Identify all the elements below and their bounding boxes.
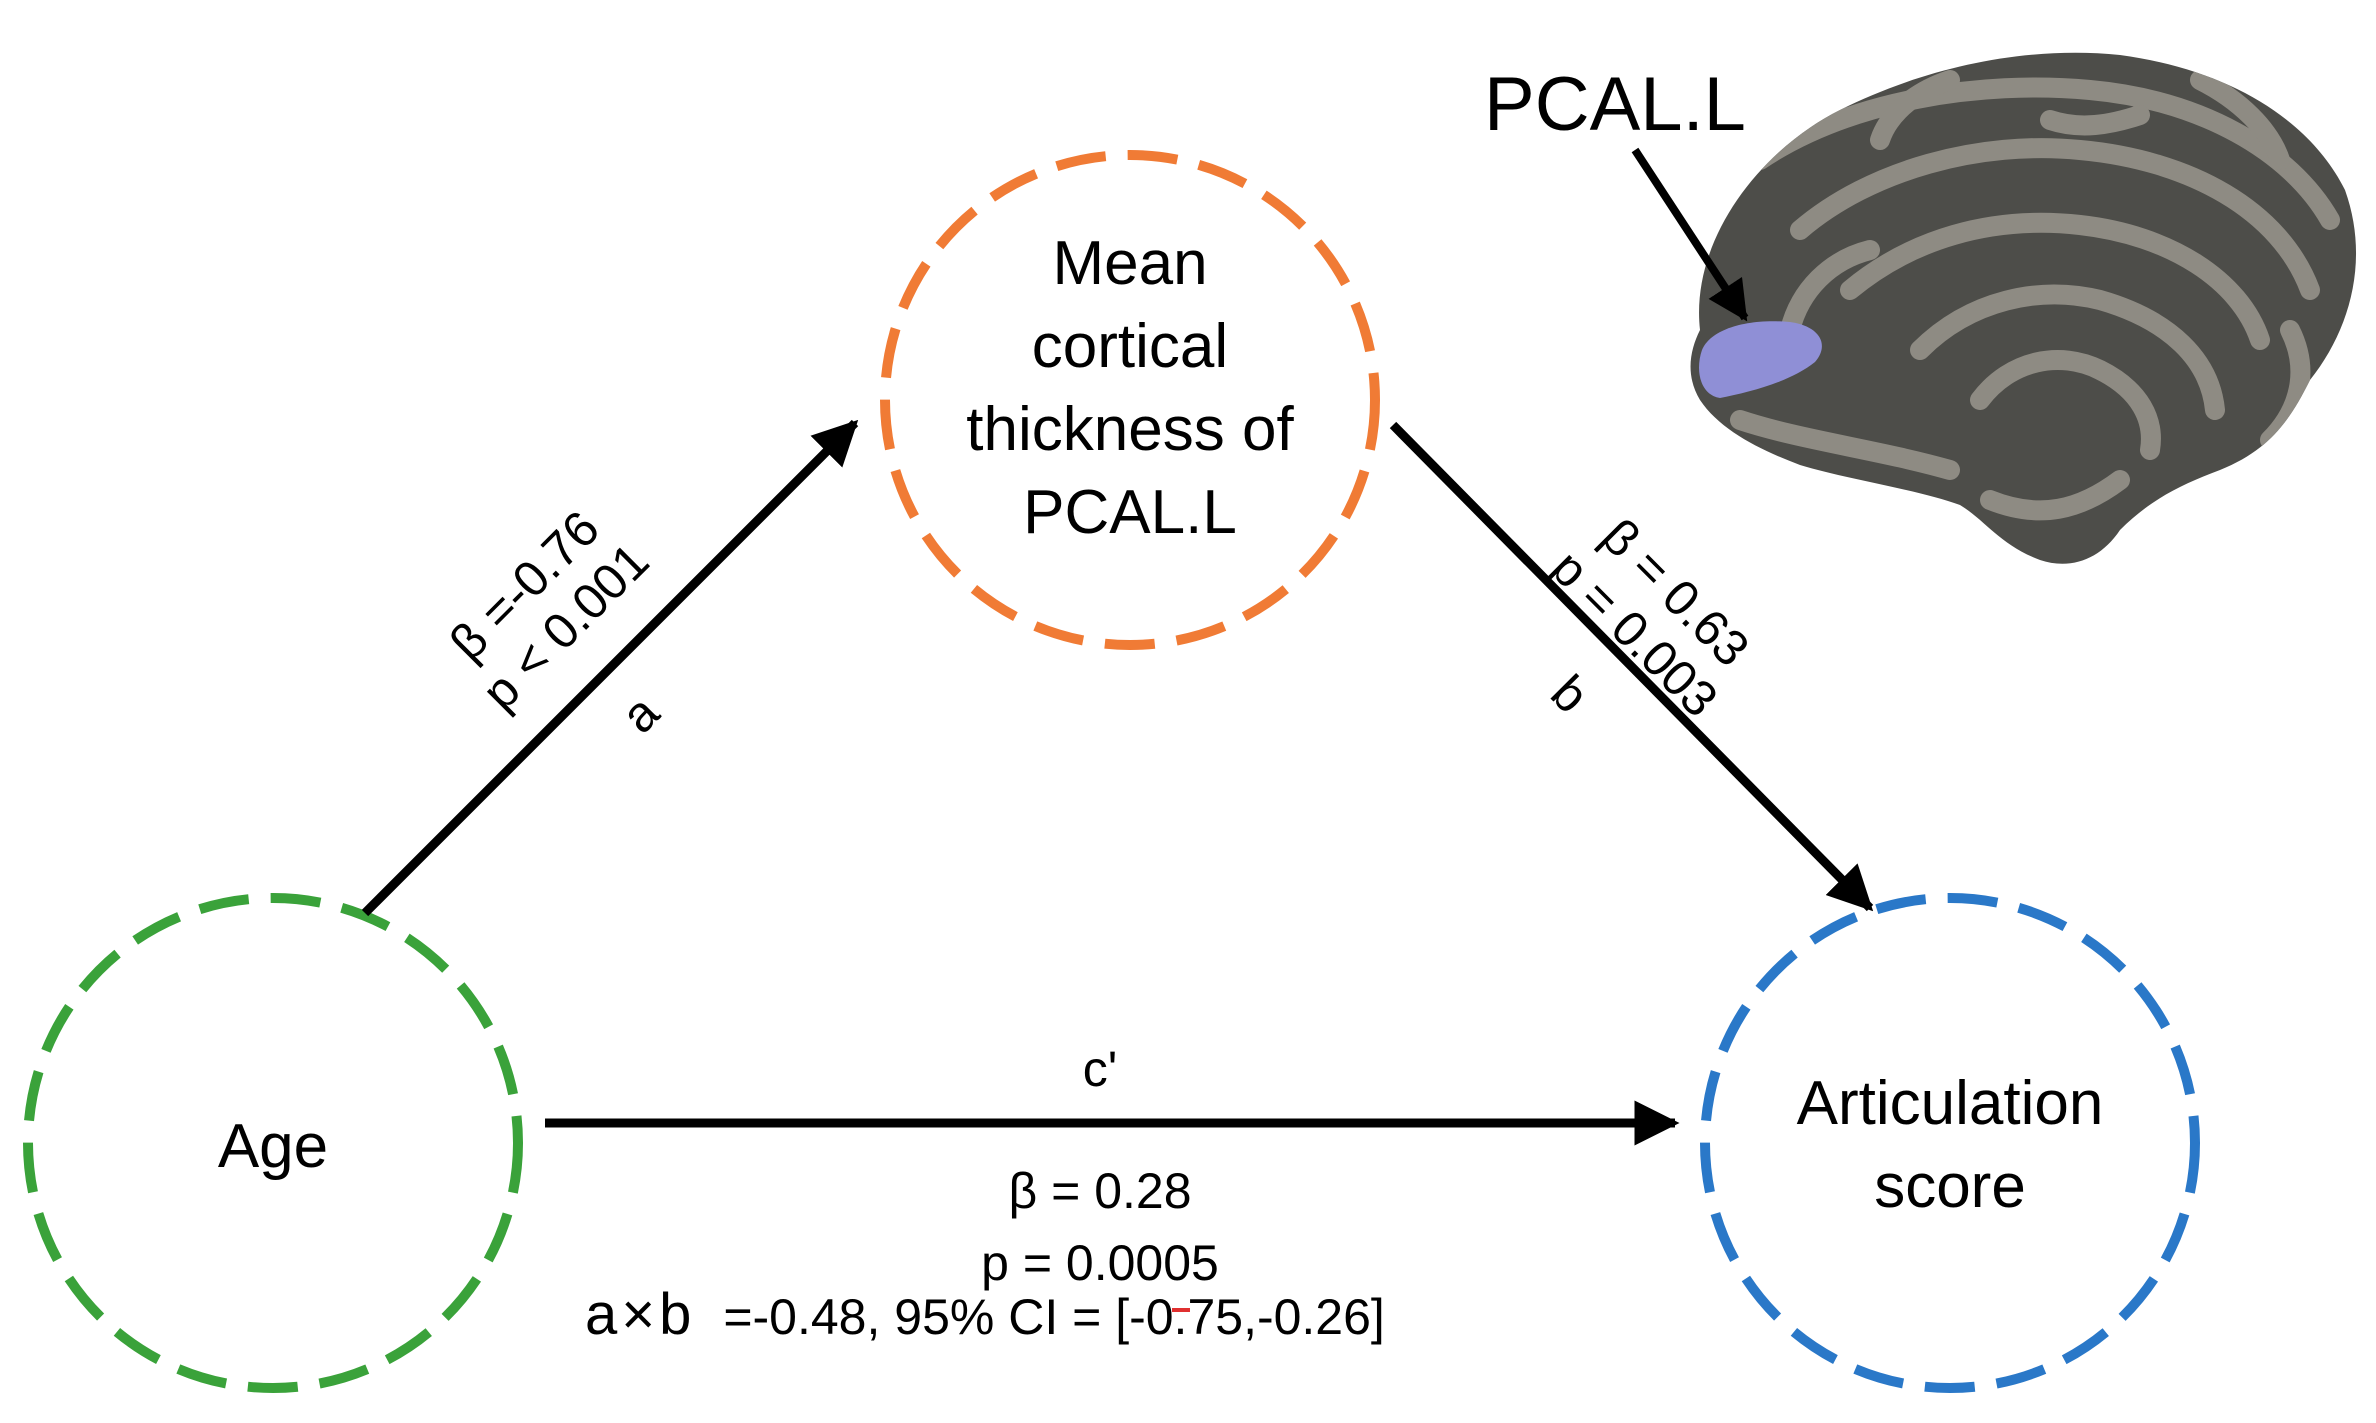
indirect-value: =-0.48, 95% CI = [-0.75,-0.26] [723,1289,1385,1345]
predictor-node-label: Age [217,1112,329,1181]
outcome-node-circle [1700,893,2200,1393]
path-b-arrow [1389,421,1874,912]
times-icon: × [621,1282,656,1347]
path-c-label: c' [1082,1041,1118,1097]
outcome-node-label: Articulation score [1796,1069,2104,1221]
indirect-effect: a×b =-0.48, 95% CI = [-0.75,-0.26] [585,1285,1585,1347]
brain-medial-surface-icon [1690,52,2357,564]
indirect-term-a: a [585,1282,618,1347]
brain-pointer-arrow [1631,147,1749,322]
path-a-arrow [361,419,859,917]
predictor-node-circle [23,893,523,1393]
indirect-term-b: b [659,1282,692,1347]
brain-region-label: PCAL.L [1484,62,1746,147]
path-c-stats: β = 0.28 p = 0.0005 [981,1163,1219,1291]
mediator-node-label: Mean cortical thickness of PCAL.L [966,229,1294,547]
mediator-node-circle [880,150,1380,650]
